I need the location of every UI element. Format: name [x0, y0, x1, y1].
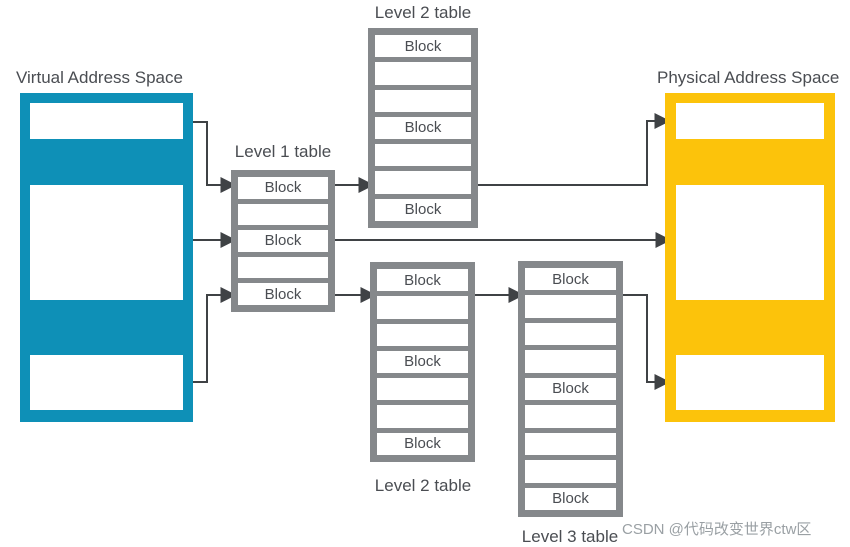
virtual-block-2 [30, 185, 183, 300]
table-cell-empty [525, 350, 616, 373]
table-cell-block: Block [238, 230, 328, 252]
table-cell-empty [377, 296, 468, 319]
table-cell-empty [238, 203, 328, 226]
physical-block-2 [676, 185, 824, 300]
table-cell-empty [377, 323, 468, 346]
connector-vas3-to-level1-row5 [193, 287, 237, 383]
virtual-block-3 [30, 355, 183, 410]
table-cell-empty [238, 256, 328, 279]
connector-level3-to-pas3 [623, 294, 671, 390]
table-cell-empty [525, 322, 616, 346]
table-cell-block: Block [375, 35, 471, 58]
table-cell-block: Block [377, 269, 468, 292]
table-cell-empty [377, 405, 468, 428]
table-cell-block: Block [238, 283, 328, 305]
table-cell-empty [525, 432, 616, 456]
physical-block-1 [676, 103, 824, 139]
table-cell-block: Block [377, 432, 468, 455]
connector-vas1-to-level1-row1 [193, 121, 237, 193]
table-cell-empty [525, 405, 616, 428]
table-cell-empty [375, 171, 471, 194]
physical-block-3 [676, 355, 824, 410]
physical-address-space-title: Physical Address Space [657, 68, 840, 87]
table-cell-block: Block [375, 116, 471, 140]
table-cell-empty [525, 460, 616, 483]
table-cell-empty [377, 378, 468, 401]
physical-address-space [665, 93, 835, 422]
table-cell-empty [375, 144, 471, 167]
table-cell-empty [375, 62, 471, 85]
watermark: CSDN @代码改变世界ctw区 [622, 521, 812, 538]
virtual-address-space [20, 93, 193, 422]
level2-top-table-title: Level 2 table [374, 3, 472, 22]
virtual-block-1 [30, 103, 183, 139]
table-cell-block: Block [375, 198, 471, 221]
table-cell-block: Block [525, 268, 616, 291]
level1-table-title: Level 1 table [234, 142, 332, 161]
connector-level2top-to-pas1 [478, 113, 671, 186]
table-cell-block: Block [238, 177, 328, 199]
table-cell-empty [525, 295, 616, 318]
table-cell-block: Block [377, 350, 468, 374]
table-cell-block: Block [525, 487, 616, 510]
virtual-address-space-title: Virtual Address Space [16, 68, 183, 87]
table-cell-empty [375, 89, 471, 112]
table-cell-block: Block [525, 377, 616, 401]
level3-table-title: Level 3 table [521, 527, 619, 546]
level2-bottom-table-title: Level 2 table [374, 476, 472, 495]
